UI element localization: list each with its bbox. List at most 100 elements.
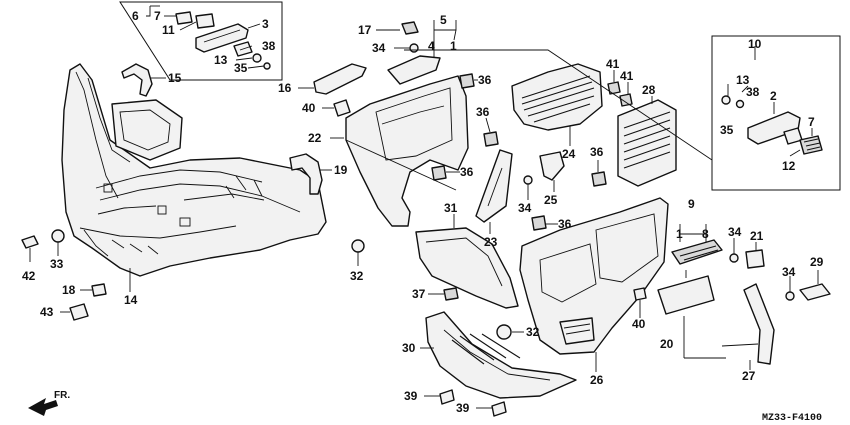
part-27-stay [743,283,775,365]
callout-11: 11 [162,23,175,37]
callout-32-lower: 32 [526,325,540,339]
part-18-screw [91,283,107,297]
part-30-lower-cowl [425,311,577,399]
callout-14: 14 [124,293,138,307]
part-40-screw-b [633,287,647,301]
callout-17: 17 [358,23,372,37]
part-36-clip-b [483,131,499,147]
part-26-front-fairing [519,197,669,355]
callouts: 6 7 11 3 38 13 35 15 17 5 4 1 34 16 36 4… [22,9,824,415]
callout-19: 19 [334,163,348,177]
part-43-screw [69,303,89,321]
callout-30: 30 [402,341,416,355]
callout-35: 35 [234,61,248,75]
callout-38-r: 38 [746,85,760,99]
inset-top-left [119,1,283,81]
front-arrow-label: FR. [54,390,70,401]
callout-39-b: 39 [456,401,470,415]
part-39-screw-a [439,389,455,405]
part-11-clip [195,13,215,29]
part-36-clip-c [431,165,447,181]
callout-40-b: 40 [632,317,646,331]
callout-8: 8 [702,227,709,241]
callout-16: 16 [278,81,292,95]
callout-36-e: 36 [590,145,604,159]
callout-12: 12 [782,159,796,173]
callout-34-mid: 34 [518,201,532,215]
callout-36-d: 36 [558,217,572,231]
callout-31: 31 [444,201,458,215]
part-35-screw [263,62,271,70]
part-14-inner-fairing [61,63,327,292]
callout-29: 29 [810,255,824,269]
part-36-clip-d [531,215,547,231]
part-25-bracket [539,151,565,181]
callout-38: 38 [262,39,276,53]
callout-6: 6 [132,9,139,23]
callout-3: 3 [262,17,269,31]
callout-5: 5 [440,13,447,27]
part-23-bracket [475,149,513,223]
part-17-grommet [401,21,419,35]
callout-13: 13 [214,53,228,67]
part-8-reflector [671,239,723,265]
part-31-lower-panel [415,227,519,309]
part-3-bracket [195,23,249,53]
callout-39-a: 39 [404,389,418,403]
callout-21: 21 [750,229,764,243]
callout-26: 26 [590,373,604,387]
part-34-screw-mid [523,175,533,185]
callout-13-r: 13 [736,73,750,87]
callout-43: 43 [40,305,54,319]
callout-37: 37 [412,287,426,301]
part-40-screw [333,99,351,117]
left-fasteners [21,229,107,321]
callout-9: 9 [688,197,695,211]
callout-22: 22 [308,131,322,145]
callout-35-r: 35 [720,123,734,137]
callout-25: 25 [544,193,558,207]
part-19-tube [289,153,323,195]
part-26-vent [559,317,595,345]
callout-33: 33 [50,257,64,271]
part-32-nut-left [351,239,365,253]
callout-1-r: 1 [676,227,683,241]
callout-23: 23 [484,235,498,249]
part-35-screw-r [721,95,731,105]
part-34-screw-right [729,253,739,263]
part-39-screw-b [491,401,507,417]
callout-18: 18 [62,283,76,297]
part-22-side-panel [330,75,469,227]
part-4-bracket [387,55,441,85]
front-arrow: FR. [28,390,70,416]
part-41-screw-b [619,93,633,107]
diagram-code: MZ33-F4100 [762,413,822,424]
part-20-reflector [657,275,715,315]
part-42-bolt [21,235,39,249]
callout-41-b: 41 [620,69,634,83]
callout-34-top: 34 [372,41,386,55]
part-29-bracket [799,283,831,301]
callout-27: 27 [742,369,756,383]
part-36-clip-e [591,171,607,187]
part-38-washer-r [735,99,745,109]
callout-1: 1 [450,39,457,53]
callout-40-top: 40 [302,101,316,115]
callout-20: 20 [660,337,674,351]
callout-36-b: 36 [476,105,490,119]
callout-41-a: 41 [606,57,620,71]
part-38-washer [252,53,262,63]
part-16-bracket [313,63,367,95]
inset-right [711,35,841,191]
callout-36-c: 36 [460,165,474,179]
callout-10: 10 [748,37,762,51]
part-21-clip [745,249,765,269]
part-36-clip-a [459,73,475,89]
part-41-screw-a [607,81,621,95]
part-15-hose [121,63,153,97]
callout-4: 4 [428,39,435,53]
callout-24: 24 [562,147,576,161]
part-37-clip [443,287,459,301]
part-32-nut-lower [496,324,512,340]
